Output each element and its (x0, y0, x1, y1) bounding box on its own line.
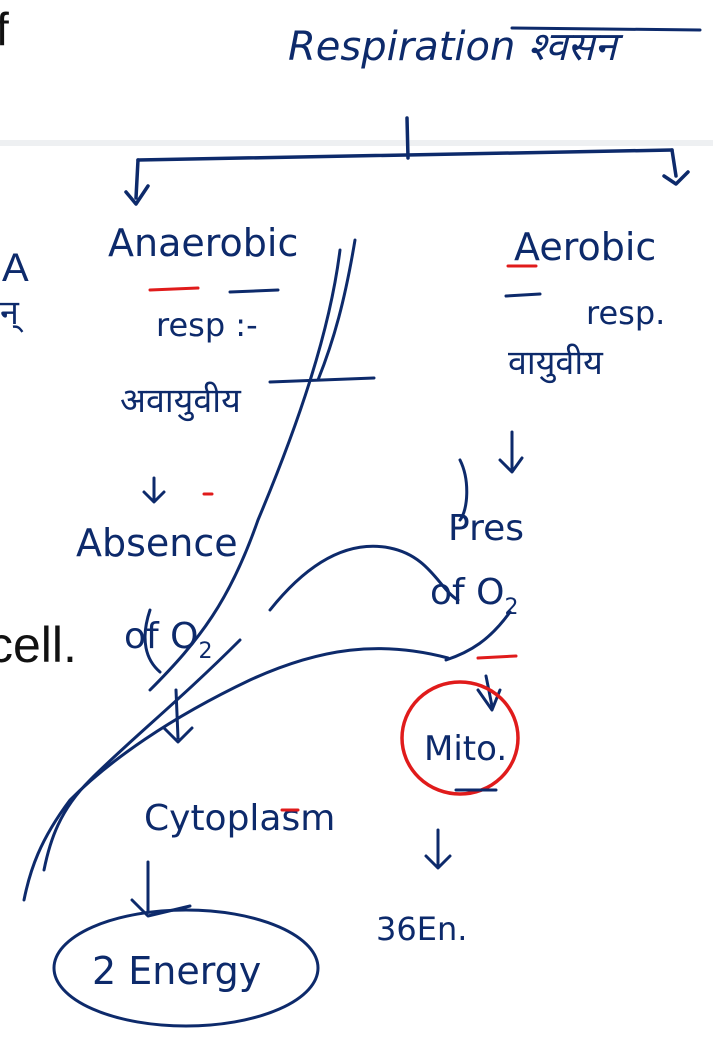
presence-gas-label: of O2 (430, 572, 518, 620)
anaerobic-hindi-label: अवायुवीय (120, 381, 242, 422)
aerobic-hindi-label: वायुवीय (508, 343, 604, 384)
scribble-stroke (42, 638, 242, 872)
anaerobic-underline-ink (228, 288, 280, 294)
blue-dash-mark (504, 292, 542, 298)
down-arrow-icon (130, 860, 192, 918)
red-dash-mark (476, 654, 518, 660)
slide-sentence-end: cell. (0, 617, 77, 673)
cytoplasm-label: Cytoplasm (144, 798, 335, 839)
energy-circle (52, 908, 320, 1028)
mito-circle (400, 680, 520, 796)
anaerobic-resp-label: resp :- (156, 306, 258, 344)
anaerobic-energy-label: 2 Energy (92, 949, 261, 993)
slide-text-fragment: f (0, 3, 9, 55)
right-branch: Aerobic resp. वायुवीय Pres of O2 Mito. 3… (376, 225, 665, 948)
slide-text-fragment: A (2, 246, 29, 290)
aerobic-energy-label: 36En. (376, 910, 467, 948)
presence-label: Pres (448, 508, 524, 549)
scribble-stroke (316, 238, 357, 382)
down-arrow-icon (498, 430, 524, 474)
left-branch: Anaerobic resp :- अवायुवीय Absence of O2… (52, 221, 376, 1028)
hindi-crossline (268, 376, 376, 384)
scribble-strokes (22, 238, 512, 902)
anaerobic-heading: Anaerobic (108, 221, 298, 265)
scribble-stroke (444, 610, 512, 662)
down-arrow-icon (424, 828, 452, 870)
scribble-stroke (268, 544, 460, 612)
slide-text-fragment: न् (0, 294, 19, 332)
anaerobic-underline-mark (148, 286, 200, 292)
down-arrow-icon (142, 476, 166, 504)
slide-header-band (0, 0, 713, 146)
scribble-stroke (148, 248, 342, 692)
title-overline (510, 26, 702, 32)
scribble-stroke (22, 647, 450, 902)
gas-text: of O (430, 572, 504, 613)
aerobic-resp-label: resp. (586, 294, 665, 332)
scribble-stroke (143, 608, 162, 674)
absence-gas-label: of O2 (124, 616, 212, 664)
title-text: Respiration श्वसन (288, 24, 623, 70)
absence-label: Absence (76, 521, 238, 565)
down-arrow-icon (162, 688, 194, 744)
mito-label: Mito. (424, 729, 507, 769)
tree-connector (124, 116, 690, 206)
scribble-stroke (458, 458, 469, 522)
aerobic-heading: Aerobic (514, 225, 656, 269)
gas-subscript: 2 (198, 639, 212, 664)
